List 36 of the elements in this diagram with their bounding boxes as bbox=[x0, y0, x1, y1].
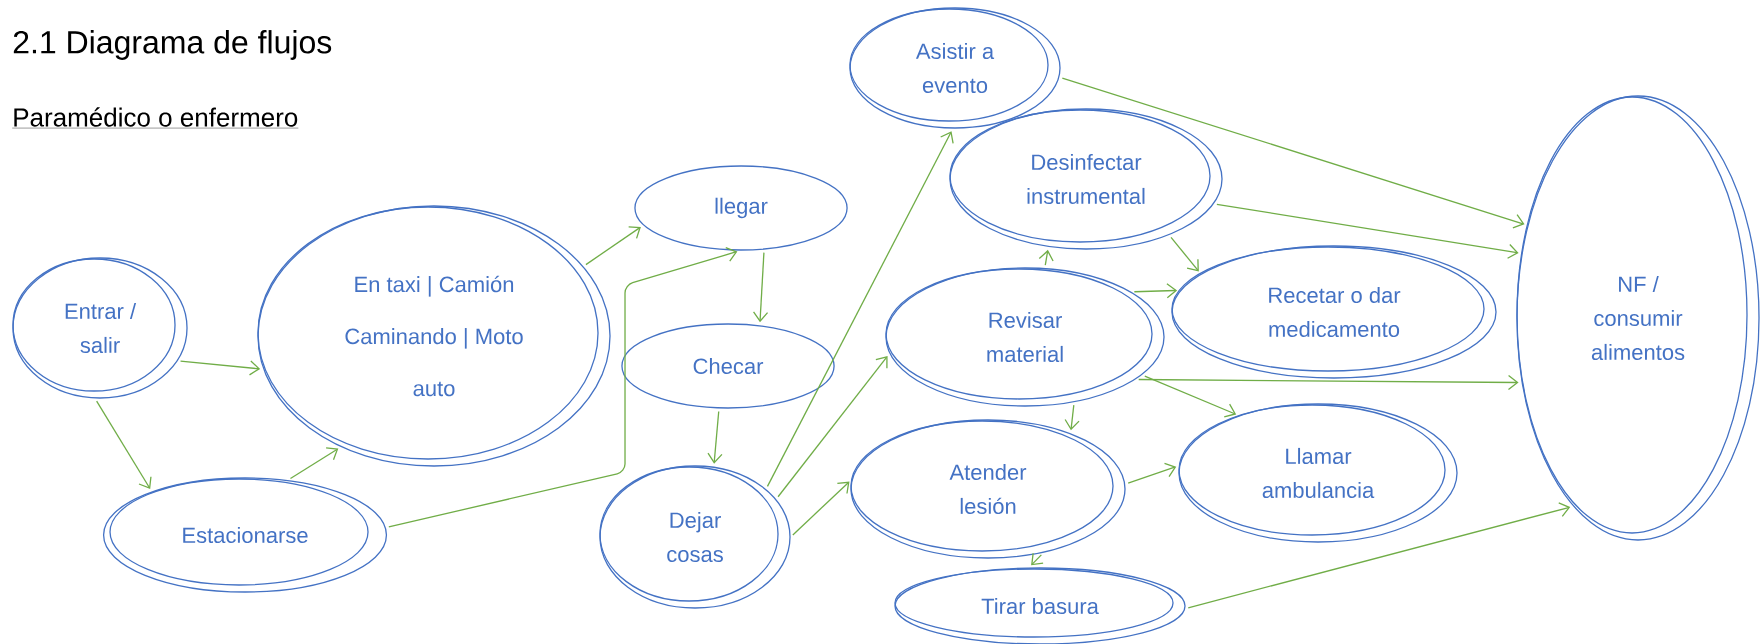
arrow bbox=[766, 131, 954, 487]
ellipse-node: NF / consumir alimentos bbox=[1516, 95, 1760, 541]
arrow bbox=[289, 447, 339, 480]
ellipse-node: Desinfectar instrumental bbox=[949, 108, 1223, 250]
ellipse-node: Estacionarse bbox=[102, 477, 388, 593]
subheading: Paramédico o enfermero bbox=[12, 107, 299, 129]
arrow bbox=[1133, 283, 1178, 299]
arrow bbox=[1138, 374, 1519, 391]
arrow bbox=[179, 360, 261, 376]
arrow bbox=[1064, 404, 1080, 431]
arrow bbox=[707, 410, 723, 464]
arrow bbox=[585, 226, 641, 266]
arrow bbox=[1216, 203, 1519, 259]
heading: 2.1 Diagrama de flujos bbox=[13, 30, 332, 60]
ellipse-node: Checar bbox=[621, 323, 835, 409]
ellipse-node: Tirar basura bbox=[894, 567, 1186, 644]
arrow bbox=[792, 481, 850, 536]
arrow bbox=[1031, 552, 1044, 566]
arrow bbox=[1144, 375, 1237, 418]
arrow bbox=[1127, 462, 1177, 484]
ellipse-node: Atender lesión bbox=[850, 419, 1126, 559]
ellipse-node: Asistir a evento bbox=[849, 7, 1061, 129]
ellipse-node: Llamar ambulancia bbox=[1178, 403, 1458, 543]
ellipse-node: llegar bbox=[634, 165, 848, 251]
ellipse-node: Dejar cosas bbox=[599, 465, 791, 609]
arrow bbox=[1061, 77, 1525, 229]
arrow bbox=[1187, 502, 1571, 609]
arrow bbox=[388, 247, 738, 528]
arrow bbox=[777, 356, 888, 498]
ellipse-node: En taxi | Camión Caminando | Moto auto bbox=[257, 205, 611, 467]
ellipse-node: Entrar / salir bbox=[12, 257, 188, 399]
arrow bbox=[752, 251, 769, 323]
arrow bbox=[96, 400, 152, 489]
arrow bbox=[1170, 236, 1199, 272]
ellipse-node: Revisar material bbox=[885, 267, 1165, 407]
ellipse-node: Recetar o dar medicamento bbox=[1171, 245, 1497, 379]
